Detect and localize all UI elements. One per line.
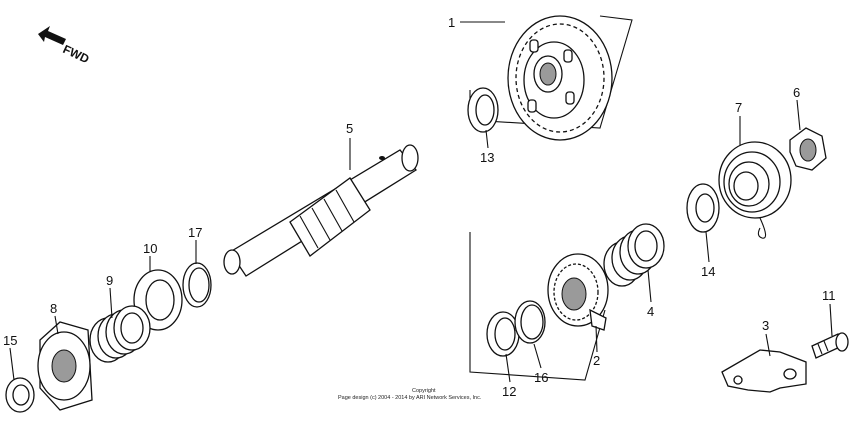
leader-lines (9, 21, 833, 383)
washer-14-part (686, 183, 720, 233)
callout-7: 7 (735, 100, 742, 115)
callout-16: 16 (534, 370, 548, 385)
driven-gear-part (507, 15, 613, 141)
collar-8-part (37, 321, 93, 411)
ratchet-gear-part (547, 253, 609, 331)
callout-15: 15 (3, 333, 17, 348)
direction-label: FWD (61, 42, 92, 66)
circlip-16-part (514, 300, 546, 344)
washer-13-part (467, 87, 499, 133)
ratchet-spring-4-part (603, 223, 665, 287)
assembly-outline-lower (469, 232, 606, 381)
callout-2: 2 (593, 353, 600, 368)
spindle-shaft-part (223, 144, 419, 277)
copyright-text: Page design (c) 2004 - 2014 by ARI Netwo… (338, 395, 482, 401)
callout-10: 10 (143, 241, 157, 256)
callout-17: 17 (188, 225, 202, 240)
callout-8: 8 (50, 301, 57, 316)
spring-collar-6-part (789, 127, 827, 171)
circlip-17-part (182, 262, 212, 308)
callout-4: 4 (647, 304, 654, 319)
callout-12: 12 (502, 384, 516, 399)
washer-12-part (486, 311, 520, 357)
callout-6: 6 (793, 85, 800, 100)
callout-11: 11 (822, 288, 836, 303)
forward-arrow-icon (38, 26, 66, 45)
washer-15-part (5, 377, 35, 413)
callout-1: 1 (448, 15, 455, 30)
copyright-title: Copyright (412, 388, 436, 394)
stopper-plate-3-part (721, 349, 807, 393)
return-spring-7-part (718, 141, 792, 239)
callout-13: 13 (480, 150, 494, 165)
callout-5: 5 (346, 121, 353, 136)
callout-3: 3 (762, 318, 769, 333)
callout-14: 14 (701, 264, 715, 279)
bolt-11-part (811, 332, 849, 359)
callout-9: 9 (106, 273, 113, 288)
spring-9-part (89, 305, 151, 363)
